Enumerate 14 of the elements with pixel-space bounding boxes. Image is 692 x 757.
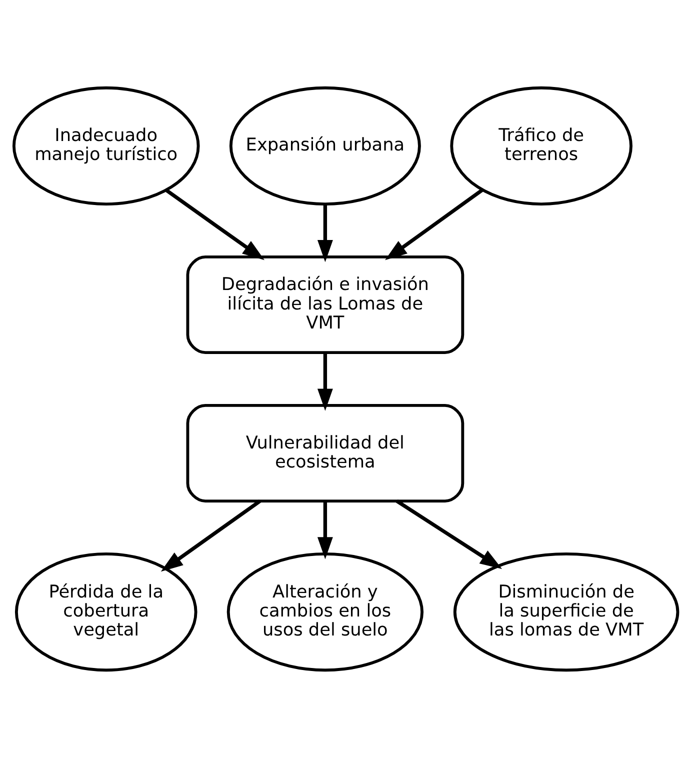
node-ellipse: Inadecuado manejo turístico (12, 86, 200, 205)
arrow (396, 499, 502, 569)
arrow (317, 500, 333, 559)
node-ellipse: Alteración y cambios en los usos del suelo (226, 552, 424, 672)
node-ellipse: Expansión urbana (229, 86, 421, 205)
node-box: Degradación e invasión ilícita de las Lomas de VMT (186, 255, 464, 354)
arrow (317, 204, 333, 262)
arrow (317, 352, 333, 410)
arrow (160, 499, 262, 572)
node-box: Vulnerabilidad del ecosistema (186, 404, 464, 502)
arrow (166, 188, 264, 260)
node-ellipse: Tráfico de terrenos (450, 86, 632, 205)
node-ellipse: Disminución de la superficie de las lomas de VMT (453, 552, 680, 672)
arrow (385, 188, 484, 260)
